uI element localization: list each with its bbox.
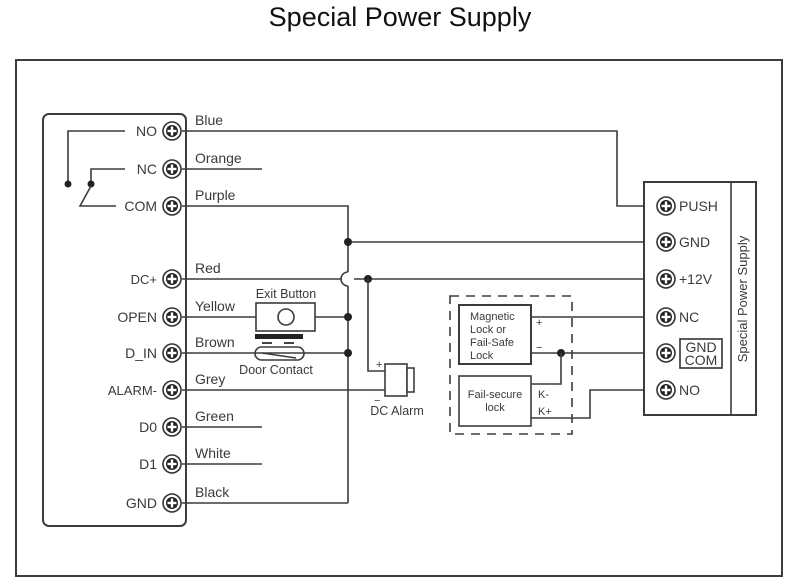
terminal-screw-icon bbox=[162, 269, 182, 289]
terminal-screw-icon bbox=[162, 159, 182, 179]
psu-terminal-label: GND bbox=[679, 234, 710, 250]
terminal-screw-icon bbox=[656, 269, 676, 289]
failsecure-label-line: Fail-secure bbox=[468, 389, 522, 401]
terminal-screw-icon bbox=[656, 343, 676, 363]
controller-terminal-label: D_IN bbox=[125, 345, 157, 361]
power-supply-side-label: Special Power Supply bbox=[735, 235, 750, 362]
maglock-label-line: Lock bbox=[470, 350, 494, 362]
wire-color-label: Black bbox=[195, 484, 230, 500]
terminal-screw-icon bbox=[162, 493, 182, 513]
controller-box bbox=[42, 113, 187, 527]
psu-terminal-label-line1: GND bbox=[685, 339, 716, 355]
wire-psu-no bbox=[531, 389, 656, 419]
terminal-screw-icon bbox=[162, 121, 182, 141]
wire-color-label: Brown bbox=[195, 334, 235, 350]
alarm-minus-label: − bbox=[374, 395, 380, 407]
controller-terminal-label: D0 bbox=[139, 419, 157, 435]
wire-color-label: Orange bbox=[195, 150, 242, 166]
wire-color-label: Green bbox=[195, 408, 234, 424]
maglock-label-line: Fail-Safe bbox=[470, 337, 514, 349]
psu-terminal-label: NO bbox=[679, 382, 700, 398]
maglock-label-line: Magnetic bbox=[470, 311, 515, 323]
terminal-screw-icon bbox=[162, 380, 182, 400]
door-contact-label: Door Contact bbox=[239, 363, 313, 377]
exit-button-symbol: Exit Button bbox=[255, 287, 316, 332]
terminal-screw-icon bbox=[656, 232, 676, 252]
door-contact-symbol: Door Contact bbox=[239, 334, 313, 377]
wire-color-label: Purple bbox=[195, 187, 236, 203]
terminal-screw-icon bbox=[656, 307, 676, 327]
controller-terminal-label: NC bbox=[137, 161, 157, 177]
controller-terminal-label: GND bbox=[126, 495, 157, 511]
terminal-screw-icon bbox=[162, 307, 182, 327]
relay-symbol bbox=[64, 130, 125, 207]
dc-alarm-symbol: + − DC Alarm bbox=[370, 359, 423, 418]
power-supply-box bbox=[643, 181, 757, 416]
outer-frame bbox=[15, 59, 783, 577]
wire-color-label: Red bbox=[195, 260, 221, 276]
maglock-plus-label: + bbox=[536, 317, 542, 329]
controller-terminal-label: ALARM- bbox=[108, 383, 157, 398]
controller-terminal-label: COM bbox=[124, 198, 157, 214]
psu-terminal-label: PUSH bbox=[679, 198, 718, 214]
lock-group-outline bbox=[449, 295, 573, 435]
maglock-minus-label: − bbox=[536, 342, 542, 354]
terminal-screw-icon bbox=[162, 196, 182, 216]
wires bbox=[182, 130, 656, 504]
wire-color-label: White bbox=[195, 445, 231, 461]
terminal-screw-icon bbox=[656, 196, 676, 216]
dc-alarm-label: DC Alarm bbox=[370, 404, 423, 418]
terminal-screw-icon bbox=[656, 380, 676, 400]
controller-terminal-label: NO bbox=[136, 123, 157, 139]
diagram-title: Special Power Supply bbox=[268, 2, 532, 32]
kminus-label: K- bbox=[538, 389, 549, 401]
wire-color-label: Yellow bbox=[195, 298, 236, 314]
terminal-screw-icon bbox=[162, 417, 182, 437]
wire-purple bbox=[182, 205, 349, 272]
psu-terminal-label: NC bbox=[679, 309, 699, 325]
controller-terminal-label: OPEN bbox=[117, 309, 157, 325]
controller-terminal-label: D1 bbox=[139, 456, 157, 472]
wire-blue bbox=[182, 130, 656, 207]
failsecure-label-line: lock bbox=[485, 402, 505, 414]
kplus-label: K+ bbox=[538, 406, 552, 418]
exit-button-label: Exit Button bbox=[256, 287, 316, 301]
maglock-label-line: Lock or bbox=[470, 324, 506, 336]
terminal-screw-icon bbox=[162, 343, 182, 363]
psu-terminal-label: +12V bbox=[679, 271, 713, 287]
alarm-plus-label: + bbox=[376, 359, 382, 371]
controller-terminal-label: DC+ bbox=[131, 272, 157, 287]
wire-color-label: Grey bbox=[195, 371, 225, 387]
wire-color-label: Blue bbox=[195, 112, 223, 128]
terminal-screw-icon bbox=[162, 454, 182, 474]
psu-terminal-label-line2: COM bbox=[685, 352, 718, 368]
